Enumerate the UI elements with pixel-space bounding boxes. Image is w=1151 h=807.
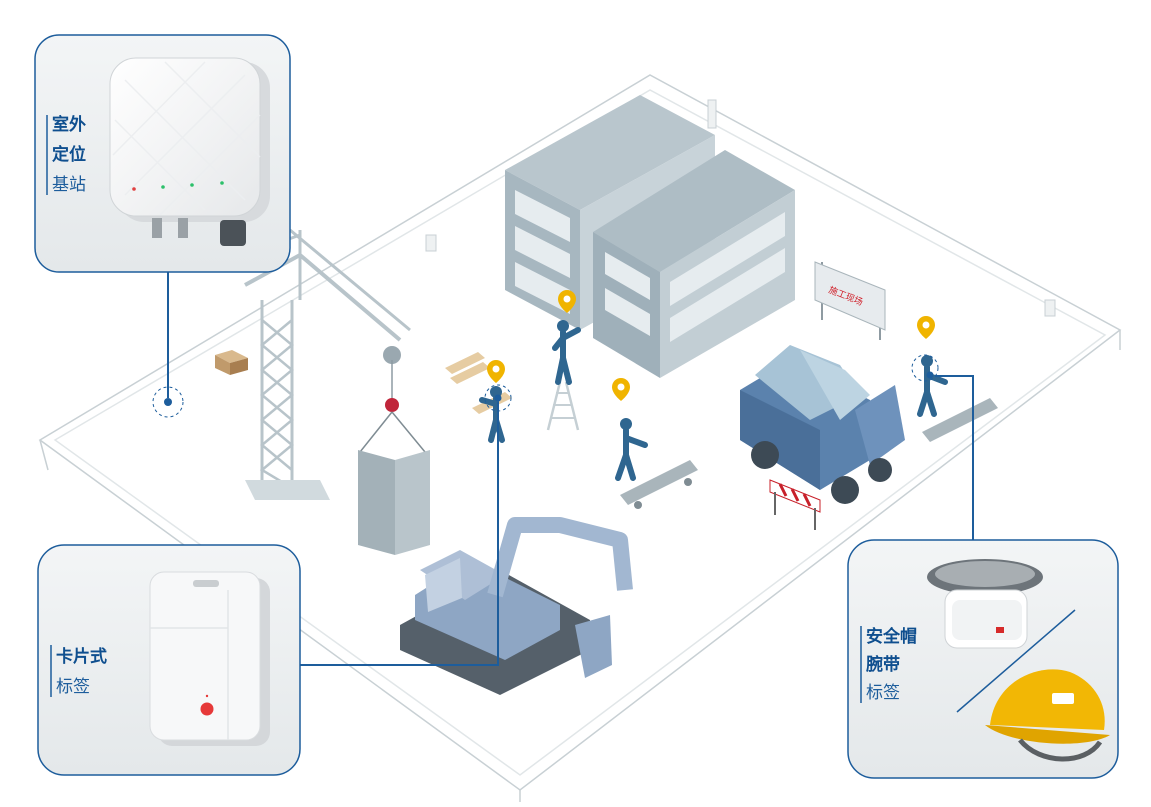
hanging-load [358,450,430,555]
base-station-device [109,57,270,246]
card-tag-device [149,571,270,746]
helmet-device [985,669,1110,762]
site-floor [38,74,1122,802]
site-sign: 施工现场 [814,261,886,340]
helmet-wrist-panel: 安全帽 腕带 标签 [847,539,1119,779]
location-pin-icon [558,290,576,313]
worker-ladder [546,320,581,431]
connector-lines [167,272,974,666]
card-tag-panel: 卡片式 标签 [37,544,301,776]
outdoor-station-label-line3: 基站 [52,175,86,195]
location-pin-icon [917,316,935,339]
helmet-wrist-label-line2: 腕带 [866,654,900,675]
dump-truck [740,345,905,504]
excavator [400,517,633,695]
worker-cart [615,418,698,509]
lumber-stack [445,352,512,414]
outdoor-station-panel: 室外 定位 基站 [34,34,291,273]
outdoor-station-label-line1: 室外 [52,114,86,135]
card-tag-label-line2: 标签 [56,677,90,697]
tag-hotspot [911,354,939,382]
location-pin-icon [612,378,630,401]
wristband-device [927,559,1043,649]
helmet-wrist-label-line1: 安全帽 [866,626,917,647]
worker-right [917,355,998,442]
outdoor-station-label-line2: 定位 [52,144,86,165]
wall-plaque [425,99,1056,317]
helmet-wrist-label-line3: 标签 [866,683,900,703]
road-barrier [769,479,821,530]
wooden-crate [215,350,248,375]
tag-hotspot [152,386,184,418]
card-tag-label-line1: 卡片式 [56,646,107,667]
building-front [593,150,795,378]
location-pin-icon [487,360,505,383]
tag-hotspot [484,384,512,412]
tower-crane [229,228,411,500]
crane-hook [359,398,426,453]
